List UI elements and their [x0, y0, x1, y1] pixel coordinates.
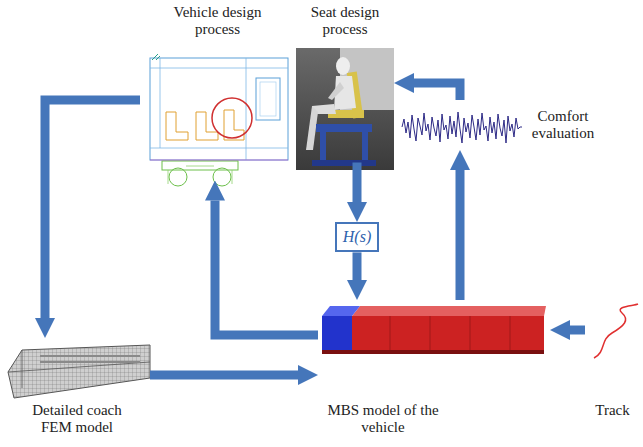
seat-photo-part	[316, 124, 372, 132]
mbs-train-part	[322, 350, 544, 354]
cad-drawing-part	[260, 82, 276, 116]
seat-photo-part	[296, 48, 394, 170]
cad-drawing-part	[150, 58, 288, 160]
transfer-box: H(s)	[335, 222, 379, 252]
picture-space	[345, 39, 346, 163]
picture-space	[77, 338, 78, 402]
flow-arrow	[150, 371, 298, 380]
cad-drawing-part	[150, 58, 288, 160]
fem-coach-part	[8, 350, 150, 388]
seat-photo-part	[328, 82, 344, 100]
cad-drawing-part	[256, 78, 280, 120]
seat-photo-part	[336, 57, 350, 75]
picture-space	[400, 100, 526, 150]
caption-text: Comfort evaluation	[526, 108, 600, 143]
picture-space	[612, 300, 613, 402]
cad-drawing-part	[150, 160, 288, 161]
flow-arrow	[456, 170, 465, 300]
picture-node: Seat design process	[296, 4, 394, 163]
caption-text: Detailed coach FEM model	[19, 402, 135, 437]
mbs-train-part	[322, 316, 352, 352]
signal-trace-part	[402, 112, 522, 143]
picture-space	[318, 300, 319, 402]
picture-node: Comfort evaluation	[400, 100, 600, 150]
signal-trace	[402, 112, 522, 143]
cad-drawing-part	[212, 98, 252, 138]
flow-arrow	[215, 201, 318, 336]
cad-drawing-part	[152, 54, 160, 60]
caption-text: Vehicle design process	[162, 4, 274, 39]
cad-drawing-part	[166, 112, 218, 140]
picture-node: Detailed coach FEM model	[4, 338, 150, 437]
cad-drawing-part	[213, 168, 231, 186]
flow-arrow	[570, 326, 585, 335]
fem-coach	[8, 345, 150, 398]
caption-text: MBS model of the vehicle	[322, 402, 444, 437]
transfer-function: H(s)	[343, 228, 371, 246]
track-curve-part	[594, 304, 638, 358]
fem-coach-part	[8, 345, 150, 398]
flow-arrow	[414, 83, 460, 100]
track-curve	[594, 304, 638, 358]
fem-coach-part	[8, 345, 150, 398]
mbs-train	[322, 306, 546, 354]
fem-coach-part	[40, 356, 140, 362]
cad-drawing-part	[169, 168, 187, 186]
caption-text: Seat design process	[296, 4, 394, 39]
picture-node: Track	[585, 300, 640, 419]
seat-photo	[296, 48, 394, 170]
mbs-train-part	[352, 316, 544, 352]
caption-text: Track	[585, 402, 640, 419]
cad-drawing	[150, 54, 288, 186]
flow-arrow	[45, 100, 140, 318]
mbs-train-part	[352, 306, 546, 316]
picture-node: MBS model of the vehicle	[318, 300, 550, 437]
picture-space	[217, 39, 218, 181]
picture-node: Vehicle design process	[140, 4, 295, 181]
flow-arrow	[353, 163, 362, 203]
cad-drawing-part	[162, 161, 238, 170]
flow-arrow	[353, 252, 362, 280]
cad-drawing-part	[168, 166, 232, 184]
mbs-train-part	[322, 306, 360, 316]
seat-photo-part	[312, 160, 376, 166]
mbs-train-part	[390, 316, 510, 352]
